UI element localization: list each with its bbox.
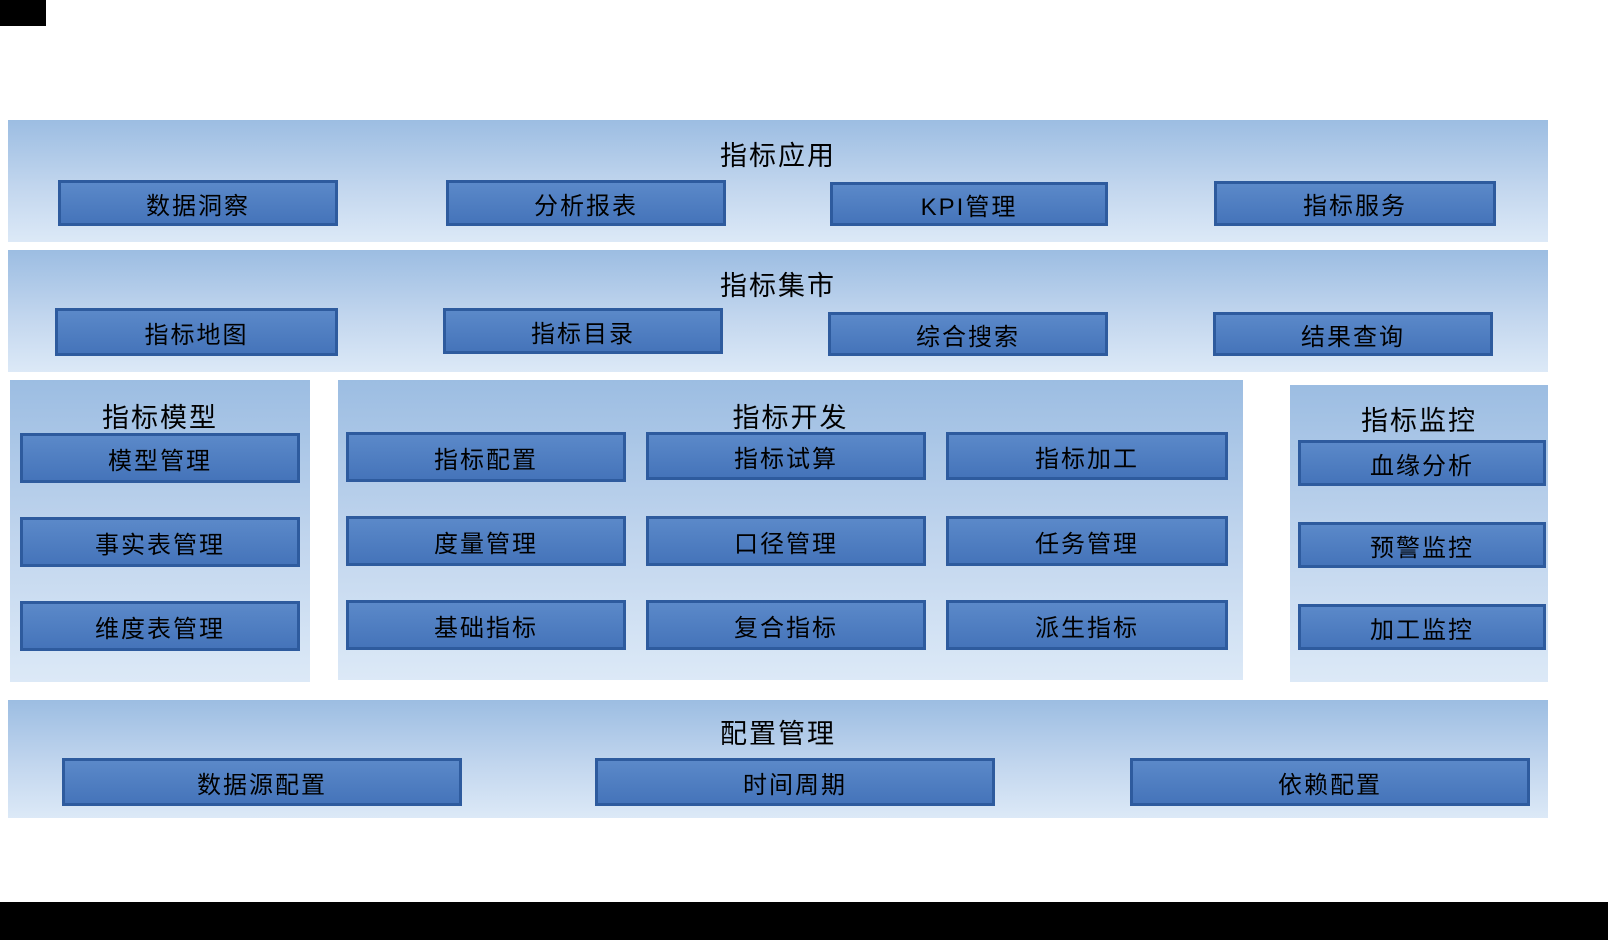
item-datasource-config: 数据源配置 [62,758,462,806]
panel-configuration-management: 配置管理 数据源配置 时间周期 依赖配置 [8,700,1548,818]
item-processing-monitoring: 加工监控 [1298,604,1546,650]
panel-indicator-development: 指标开发 指标配置 指标试算 指标加工 度量管理 口径管理 任务管理 基础指标 … [338,380,1243,680]
item-fact-table-management: 事实表管理 [20,517,300,567]
panel-configuration-management-title: 配置管理 [720,719,836,749]
panel-indicator-model-title: 指标模型 [102,403,218,433]
panel-indicator-model: 指标模型 模型管理 事实表管理 维度表管理 [10,380,310,682]
item-task-management: 任务管理 [946,516,1228,566]
panel-indicator-application-title: 指标应用 [720,141,836,171]
item-composite-indicator: 复合指标 [646,600,926,650]
item-kpi-management: KPI管理 [830,182,1108,226]
item-dependency-config: 依赖配置 [1130,758,1530,806]
item-indicator-catalog: 指标目录 [443,308,723,354]
item-time-period: 时间周期 [595,758,995,806]
item-indicator-processing: 指标加工 [946,432,1228,480]
panel-indicator-development-title: 指标开发 [732,403,849,433]
item-dimension-table-management: 维度表管理 [20,601,300,651]
item-basic-indicator: 基础指标 [346,600,626,650]
top-left-black-mark [0,0,46,26]
item-lineage-analysis: 血缘分析 [1298,440,1546,486]
panel-indicator-market: 指标集市 指标地图 指标目录 综合搜索 结果查询 [8,250,1548,372]
item-model-management: 模型管理 [20,433,300,483]
item-measure-management: 度量管理 [346,516,626,566]
panel-indicator-monitoring-title: 指标监控 [1361,406,1477,436]
item-result-query: 结果查询 [1213,312,1493,356]
item-comprehensive-search: 综合搜索 [828,312,1108,356]
item-indicator-service: 指标服务 [1214,181,1496,226]
item-indicator-map: 指标地图 [55,308,338,356]
panel-indicator-monitoring: 指标监控 血缘分析 预警监控 加工监控 [1290,385,1548,682]
item-caliber-management: 口径管理 [646,516,926,566]
item-derived-indicator: 派生指标 [946,600,1228,650]
item-analysis-report: 分析报表 [446,180,726,226]
item-indicator-config: 指标配置 [346,432,626,482]
item-indicator-trial-calc: 指标试算 [646,432,926,480]
panel-indicator-application: 指标应用 数据洞察 分析报表 KPI管理 指标服务 [8,120,1548,242]
item-data-insight: 数据洞察 [58,180,338,226]
item-alert-monitoring: 预警监控 [1298,522,1546,568]
panel-indicator-market-title: 指标集市 [720,271,836,301]
bottom-black-bar [0,902,1608,940]
